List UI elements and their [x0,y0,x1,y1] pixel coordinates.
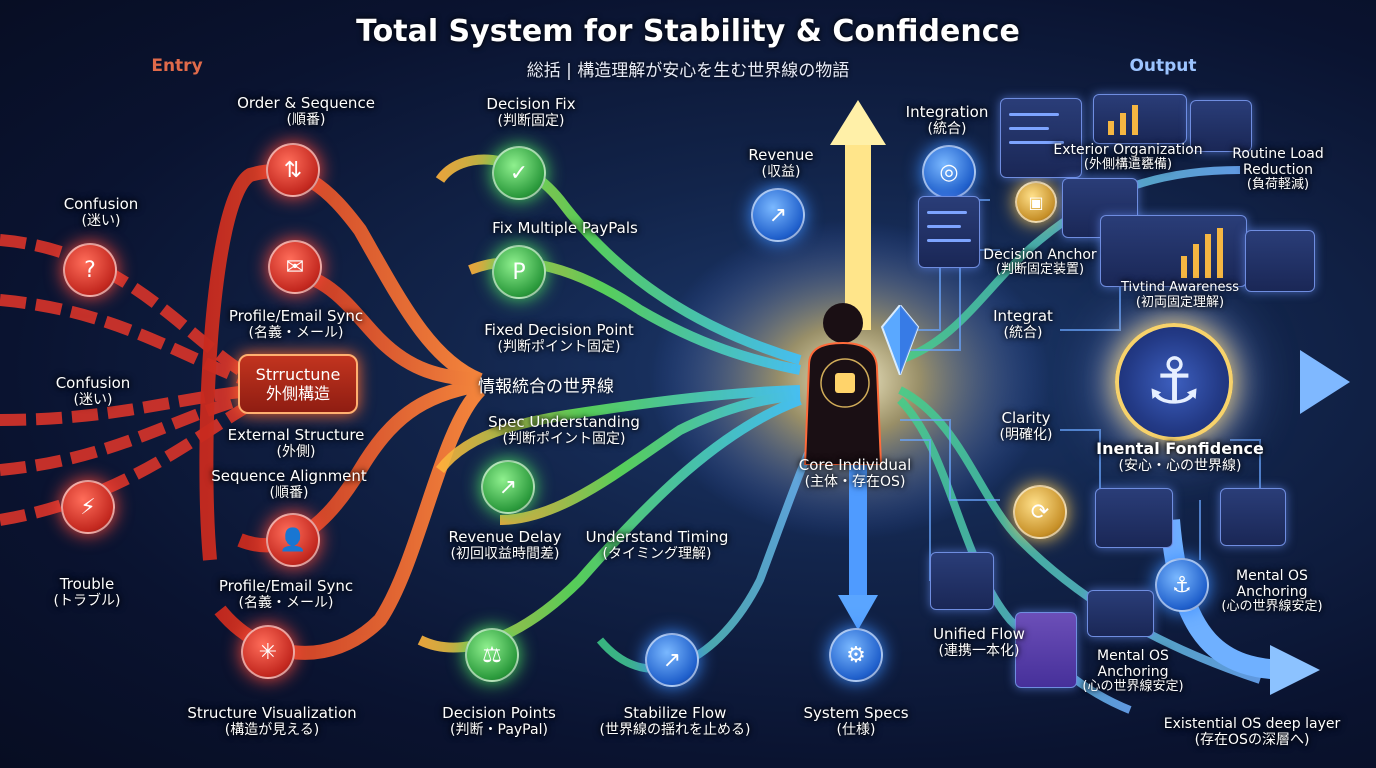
bar-chart-panel-2 [1095,488,1173,548]
label-exterior-org: Exterior Organization(外側構遣甕備) [1053,142,1203,173]
analytics-panel [1100,215,1247,287]
label-routine-load: Routine Load Reduction(負荷軽減) [1232,146,1324,193]
list-panel-3 [930,552,994,610]
report-panel [1245,230,1315,292]
envelope-icon: ✉ [268,240,322,294]
label-existential-os: Existential OS deep layer(存在OSの深層へ) [1163,716,1341,749]
structure-box: Strructune 外側構造 [238,354,358,414]
label-confusion-1: Confusion(迷い) [63,195,139,230]
list-panel-2 [1220,488,1286,546]
label-understand-timing: Understand Timing(タイミング理解) [585,528,729,563]
crystal-icon [880,305,920,375]
label-decision-points: Decision Points(判断・PayPal) [442,704,556,739]
target-icon: ◎ [922,145,976,199]
lock-icon: ▣ [1015,181,1057,223]
list-panel [918,196,980,268]
label-decision-anchor: Decision Anchor(判断固定装置) [983,247,1097,278]
label-mental-os-2: Mental OS Anchoring(心の世界線安定) [1082,648,1184,695]
label-trouble: Trouble(トラブル) [53,575,121,610]
trend-up-icon: ↗ [751,188,805,242]
label-profile-email-2: Profile/Email Sync(名義・メール) [218,577,354,612]
page-title: Total System for Stability & Confidence [356,14,1020,49]
label-decision-fix: Decision Fix(判断固定) [486,95,576,130]
user-icon: 👤 [266,513,320,567]
scales-icon: ⚖ [465,628,519,682]
label-external-structure: External Structure(外側) [227,426,365,461]
sync-icon: ⟳ [1013,485,1067,539]
label-tivtind-awareness: Tivtind Awareness(初両固定理解) [1121,280,1239,310]
label-revenue-delay: Revenue Delay(初回収益時間差) [448,528,562,563]
label-fix-paypals: Fix Multiple PayPals [492,219,638,237]
label-fixed-decision-point: Fixed Decision Point(判断ポイント固定) [484,321,634,356]
label-order-sequence: Order & Sequence(順番) [237,94,375,129]
label-confusion-2: Confusion(迷い) [55,374,131,409]
output-label: Output [1129,56,1197,76]
bar-chart-panel [1093,94,1187,144]
paypal-icon: P [492,245,546,299]
page-subtitle: 総括 | 構造理解が安心を生む世界線の物語 [526,61,850,81]
structure-box-en: Strructune [255,364,341,384]
label-sequence-alignment: Sequence Alignment(順番) [211,467,367,502]
stabilize-chart-icon: ↗ [645,633,699,687]
up-down-arrows-icon: ⇅ [266,143,320,197]
dashboard-panel [1000,98,1082,178]
donut-panel [1190,100,1252,152]
gear-icon: ⚙ [829,628,883,682]
person-silhouette-icon [803,303,883,465]
lightning-icon: ⚡ [61,480,115,534]
checkmark-icon: ✓ [492,146,546,200]
label-spec-understanding: Spec Understanding(判断ポイント固定) [488,413,640,448]
center-band-label: 情報統合の世界線 [478,377,614,397]
label-structure-visualization: Structure Visualization(構造が見える) [187,704,357,739]
label-profile-email-1: Profile/Email Sync(名義・メール) [228,307,364,342]
chart-up-icon: ↗ [481,460,535,514]
mountain-chart-panel [1087,590,1154,637]
label-core-individual: Core Individual(主体・存在OS) [798,456,912,491]
label-clarity: Clarity(明確化) [999,409,1053,444]
label-inental-fonfidence: Inental Fonfidence(安心・心の世界線) [1096,439,1264,475]
label-mental-os-1: Mental OS Anchoring(心の世界線安定) [1221,568,1323,615]
label-revenue: Revenue(収益) [748,146,814,181]
entry-label: Entry [151,56,203,76]
question-mark-icon: ? [63,243,117,297]
structure-box-jp: 外側構造 [265,384,330,403]
label-system-specs: System Specs(仕様) [803,704,909,739]
label-integrat: Integrat(統合) [993,307,1053,342]
label-stabilize-flow: Stabilize Flow(世界線の揺れを止める) [599,704,751,739]
label-unified-flow: Unified Flow(連携一本化) [933,625,1025,660]
label-integration: Integration(統合) [905,103,989,138]
small-anchor-icon: ⚓ [1155,558,1209,612]
anchor-icon: ⚓ [1115,323,1233,441]
document-panel [1015,612,1077,688]
network-icon: ✳ [241,625,295,679]
